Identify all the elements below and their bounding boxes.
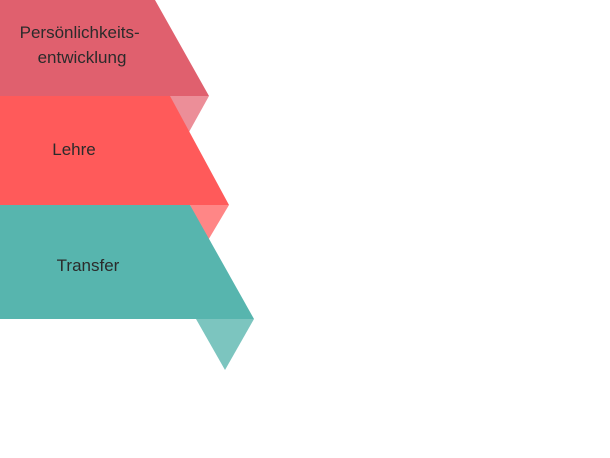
band-transfer-shape [0, 205, 254, 319]
band-teaching-tab [190, 205, 229, 242]
band-teaching: Lehre [0, 96, 229, 242]
band-personality-development-tab [168, 96, 209, 132]
band-personality-development: Persönlichkeits- entwicklung [0, 0, 209, 132]
band-personality-development-label-line-2: entwicklung [38, 48, 127, 67]
band-teaching-label-line-1: Lehre [52, 140, 95, 159]
band-personality-development-label: Persönlichkeits- entwicklung [20, 23, 145, 67]
band-personality-development-shape [0, 0, 209, 96]
band-transfer-tab [196, 319, 254, 370]
band-personality-development-label-line-1: Persönlichkeits- [20, 23, 140, 42]
band-transfer-label-line-1: Transfer [57, 256, 120, 275]
band-transfer-label: Transfer [57, 256, 120, 275]
band-transfer: Transfer [0, 205, 254, 370]
band-teaching-shape [0, 96, 229, 205]
band-teaching-label: Lehre [52, 140, 95, 159]
